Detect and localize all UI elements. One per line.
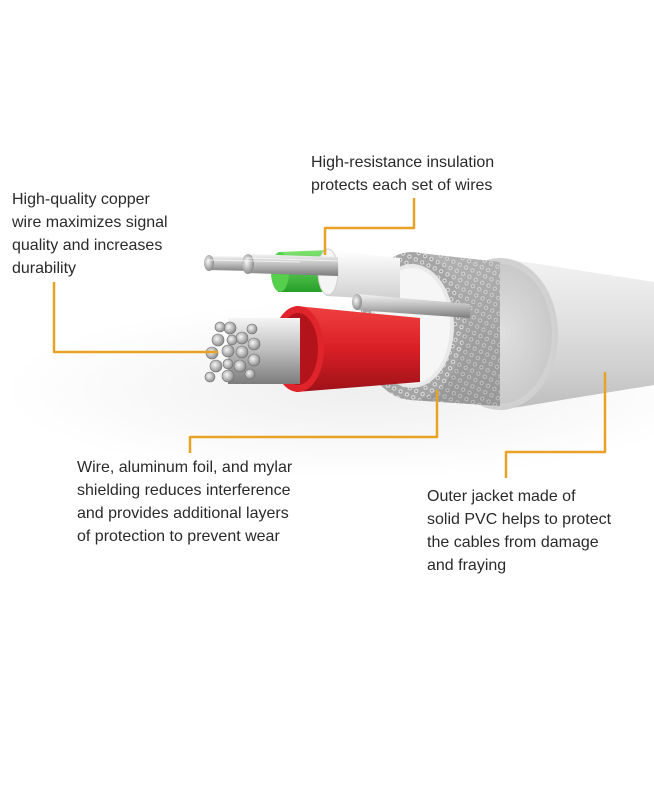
drain-wire [352,294,470,318]
leader-lines [52,198,607,478]
leader-copper [52,282,218,354]
top-strand-bundles [204,254,339,276]
copper-wire-callout: High-quality copper wire maximizes signa… [12,191,168,277]
insulation-callout: High-resistance insulation protects each… [311,154,495,194]
leader-insulation [323,198,416,255]
leader-jacket [504,372,607,478]
main-strand-bundle [204,318,300,384]
leader-shielding [188,390,439,453]
outer-jacket-callout: Outer jacket made of solid PVC helps to … [427,488,612,574]
shielding-callout: Wire, aluminum foil, and mylar shielding… [77,459,293,545]
